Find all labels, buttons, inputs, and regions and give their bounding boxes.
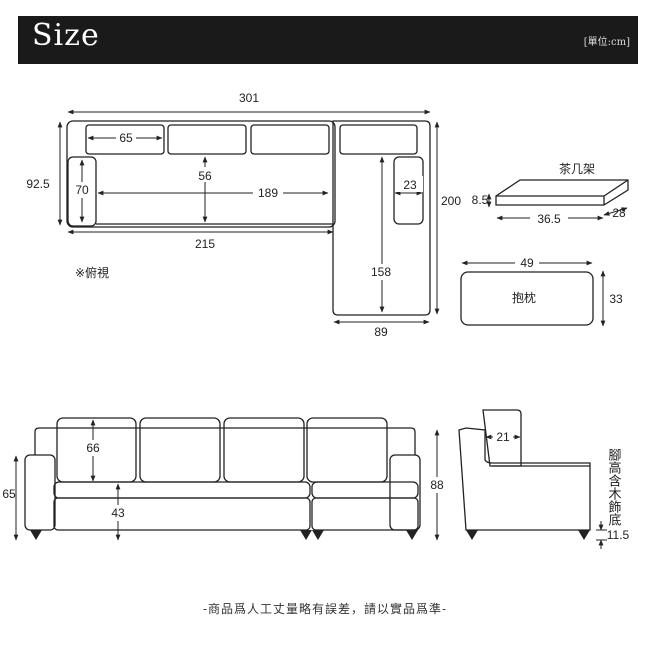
dim-front-height: 65 [2,487,16,501]
side-view [458,409,591,531]
dim-pillow-height: 33 [609,292,623,306]
header-bar: Size [單位:cm] [18,16,638,64]
page-title: Size [32,18,100,53]
leg-note: 腳高含木飾底 [607,448,622,527]
dim-arm-width: 23 [403,178,417,192]
top-view-note: ※俯視 [75,265,109,280]
dim-seat-width: 189 [258,186,278,200]
sofa-outline [66,120,336,228]
pillow-outline [460,271,594,326]
top-view [66,120,431,316]
back-cushion [85,124,165,155]
unit-label: [單位:cm] [583,37,630,48]
dim-arm-depth: 70 [75,183,89,197]
dim-tray-depth: 28 [612,206,626,220]
dim-pillow-width: 49 [520,256,534,270]
dim-tray-length: 36.5 [537,212,561,226]
pillow-label: 抱枕 [512,290,536,305]
disclaimer-footnote: -商品爲人工丈量略有誤差，請以實品爲準- [202,602,448,616]
front-legs [30,530,418,540]
front-view [24,417,421,531]
tray-drawing [495,179,629,206]
dim-back-cushion: 66 [86,441,100,455]
dim-side-height: 88 [430,478,444,492]
dim-chaise-inner: 158 [371,265,391,279]
side-legs [466,530,590,540]
dim-depth: 92.5 [26,177,50,191]
dim-sofa-width: 215 [195,237,215,251]
chaise-outline [332,120,431,316]
chaise-back-cushion [339,124,418,155]
dim-leg-height: 11.5 [607,528,630,542]
dim-tray-height: 8.5 [472,193,489,207]
left-arm [67,156,97,227]
dim-seat-depth: 56 [198,169,212,183]
back-cushion [167,124,247,155]
tray-label: 茶几架 [559,161,595,176]
dim-chaise-width: 89 [374,325,388,339]
dim-seat-height: 43 [111,506,125,520]
back-cushion [250,124,330,155]
dim-chaise-length: 200 [441,194,461,208]
dim-back-depth: 21 [496,430,510,444]
dim-cushion-width: 65 [119,131,133,145]
dim-total-width: 301 [239,91,259,105]
